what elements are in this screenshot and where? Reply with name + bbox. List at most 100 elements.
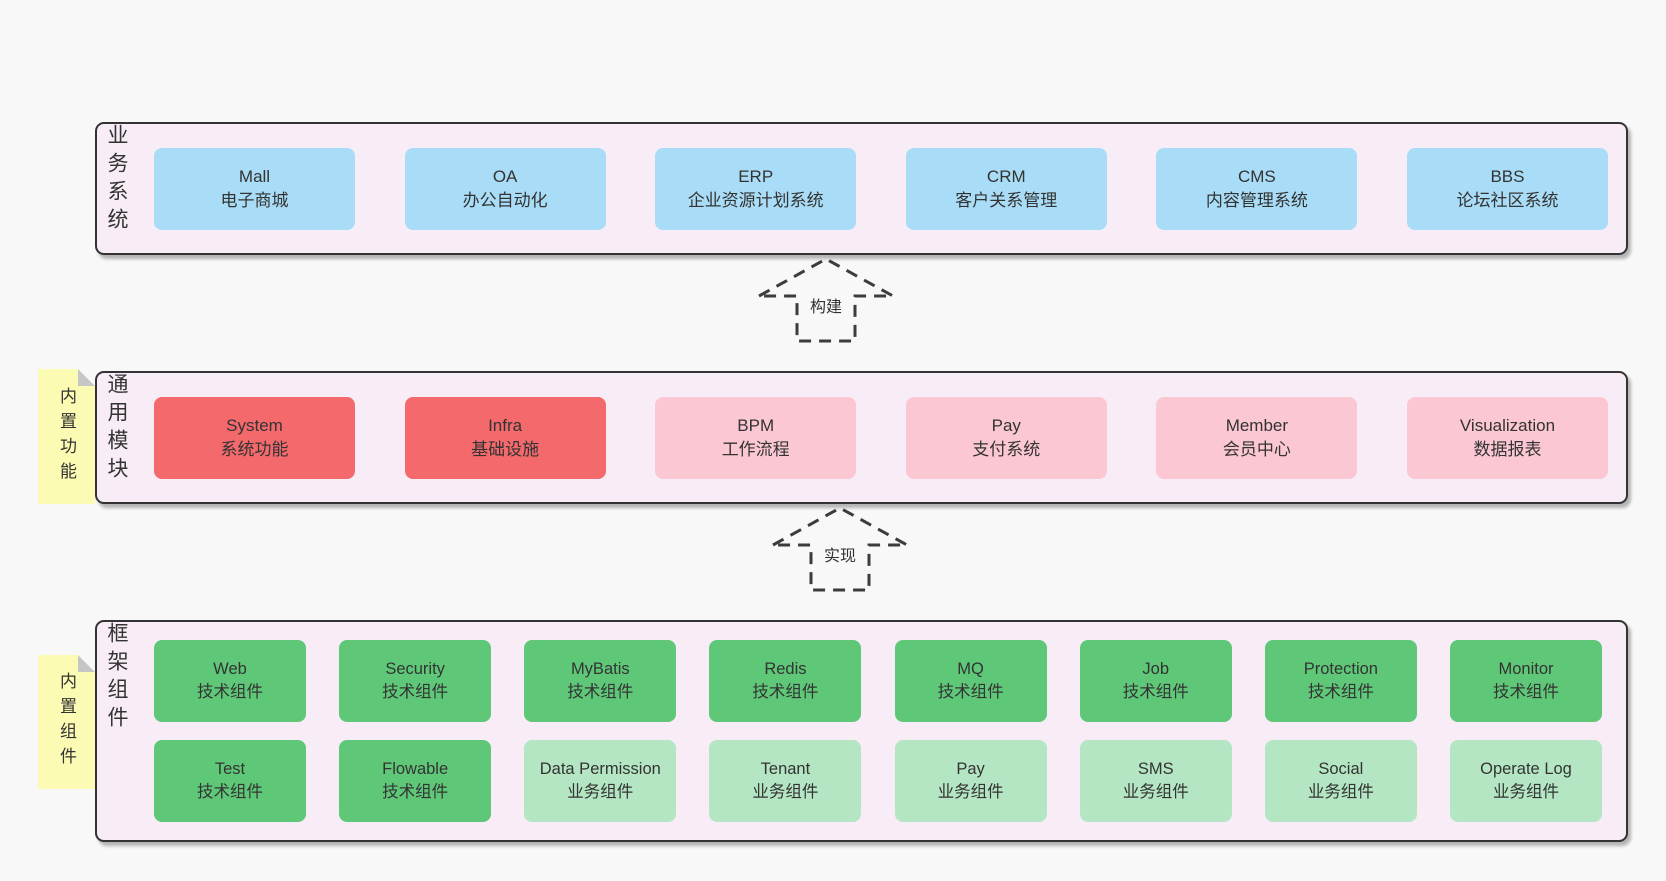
box-tenant: Tenant 业务组件	[709, 740, 862, 822]
box-subtitle: 办公自动化	[462, 190, 548, 210]
box-name: Pay	[991, 415, 1021, 435]
box-name: BPM	[737, 415, 775, 435]
box-protection: Protection 技术组件	[1264, 640, 1417, 722]
box-name: SMS	[1137, 760, 1174, 778]
box-name: Infra	[488, 415, 523, 435]
box-name: Job	[1142, 660, 1169, 678]
box-bpm: BPM 工作流程	[655, 396, 857, 479]
box-subtitle: 工作流程	[721, 439, 790, 459]
box-crm: CRM 客户关系管理	[905, 147, 1107, 230]
box-infra: Infra 基础设施	[404, 396, 606, 479]
box-operate-log: Operate Log 业务组件	[1449, 740, 1602, 822]
box-name: Protection	[1303, 660, 1378, 678]
box-visualization: Visualization 数据报表	[1406, 396, 1608, 479]
box-mq: MQ 技术组件	[894, 640, 1047, 722]
box-name: Operate Log	[1480, 760, 1572, 778]
box-test: Test 技术组件	[154, 740, 306, 822]
box-job: Job 技术组件	[1079, 640, 1232, 722]
framework-components-label: 框架组件	[105, 622, 128, 734]
up-arrow-outline	[772, 506, 908, 592]
box-erp: ERP 企业资源计划系统	[655, 147, 857, 230]
box-system: System 系统功能	[154, 396, 355, 479]
box-subtitle: 会员中心	[1222, 439, 1291, 459]
box-name: Security	[385, 660, 445, 678]
box-subtitle: 业务组件	[752, 783, 819, 801]
box-name: Mall	[238, 166, 271, 186]
note-fold-corner	[78, 655, 95, 672]
box-subtitle: 技术组件	[567, 683, 634, 701]
framework-components-rows: Web 技术组件 Security 技术组件 MyBatis 技术组件 Redi…	[154, 640, 1602, 822]
box-subtitle: 业务组件	[567, 783, 634, 801]
box-name: System	[226, 415, 283, 435]
box-name: MyBatis	[570, 660, 630, 678]
box-subtitle: 支付系统	[972, 439, 1041, 459]
common-modules-row: System 系统功能 Infra 基础设施 BPM 工作流程 Pay 支付系统…	[154, 373, 1608, 502]
implement-arrow: 实现	[770, 505, 910, 593]
box-name: Redis	[764, 660, 807, 678]
box-name: Monitor	[1498, 660, 1554, 678]
box-name: CMS	[1237, 166, 1276, 186]
box-subtitle: 业务组件	[1307, 783, 1374, 801]
box-monitor: Monitor 技术组件	[1449, 640, 1602, 722]
up-arrow-outline	[758, 257, 894, 343]
box-mybatis: MyBatis 技术组件	[524, 640, 677, 722]
box-subtitle: 业务组件	[1122, 783, 1189, 801]
builtin-components-note: 内置组件	[38, 655, 95, 789]
box-name: Member	[1225, 415, 1289, 435]
box-subtitle: 技术组件	[382, 783, 449, 801]
box-data-permission: Data Permission 业务组件	[524, 740, 677, 822]
box-subtitle: 技术组件	[1122, 683, 1189, 701]
framework-components-panel: 框架组件 Web 技术组件 Security 技术组件 MyBatis 技术组件…	[95, 620, 1628, 842]
box-name: ERP	[738, 166, 774, 186]
box-pay-biz: Pay 业务组件	[894, 740, 1047, 822]
box-subtitle: 数据报表	[1473, 439, 1542, 459]
box-flowable: Flowable 技术组件	[339, 740, 492, 822]
build-arrow: 构建	[756, 256, 896, 344]
box-sms: SMS 业务组件	[1079, 740, 1232, 822]
business-systems-panel: 业务系统 Mall 电子商城 OA 办公自动化 ERP 企业资源计划系统 CRM…	[95, 122, 1628, 255]
box-subtitle: 业务组件	[1492, 783, 1559, 801]
box-cms: CMS 内容管理系统	[1156, 147, 1358, 230]
box-oa: OA 办公自动化	[404, 147, 606, 230]
business-systems-row: Mall 电子商城 OA 办公自动化 ERP 企业资源计划系统 CRM 客户关系…	[154, 124, 1608, 253]
box-name: Test	[214, 760, 246, 778]
box-subtitle: 技术组件	[1307, 683, 1374, 701]
box-bbs: BBS 论坛社区系统	[1406, 147, 1608, 230]
box-subtitle: 系统功能	[220, 439, 289, 459]
box-pay: Pay 支付系统	[905, 396, 1107, 479]
box-subtitle: 技术组件	[1492, 683, 1559, 701]
box-subtitle: 论坛社区系统	[1456, 190, 1559, 210]
box-subtitle: 业务组件	[937, 783, 1004, 801]
box-social: Social 业务组件	[1264, 740, 1417, 822]
builtin-functions-note: 内置功能	[38, 369, 95, 504]
box-member: Member 会员中心	[1156, 396, 1358, 479]
build-arrow-label: 构建	[756, 293, 896, 317]
box-name: MQ	[957, 660, 984, 678]
implement-arrow-label: 实现	[770, 542, 910, 566]
box-subtitle: 内容管理系统	[1205, 190, 1308, 210]
box-security: Security 技术组件	[339, 640, 492, 722]
business-systems-label: 业务系统	[105, 124, 128, 236]
box-subtitle: 技术组件	[197, 783, 263, 801]
framework-row-2: Test 技术组件 Flowable 技术组件 Data Permission …	[154, 740, 1602, 822]
box-name: Social	[1318, 760, 1364, 778]
common-modules-label: 通用模块	[105, 373, 128, 485]
box-subtitle: 技术组件	[382, 683, 449, 701]
box-subtitle: 电子商城	[220, 190, 289, 210]
box-name: Flowable	[382, 760, 449, 778]
box-web: Web 技术组件	[154, 640, 306, 722]
box-name: Data Permission	[539, 760, 661, 778]
builtin-functions-note-label: 内置功能	[57, 386, 76, 487]
box-name: Pay	[956, 760, 985, 778]
box-name: Visualization	[1459, 415, 1556, 435]
box-subtitle: 客户关系管理	[955, 190, 1058, 210]
box-subtitle: 技术组件	[197, 683, 263, 701]
box-name: OA	[492, 166, 518, 186]
box-subtitle: 企业资源计划系统	[687, 190, 824, 210]
box-name: Tenant	[760, 760, 811, 778]
box-mall: Mall 电子商城	[154, 147, 355, 230]
box-name: BBS	[1490, 166, 1525, 186]
box-subtitle: 技术组件	[937, 683, 1004, 701]
common-modules-panel: 通用模块 System 系统功能 Infra 基础设施 BPM 工作流程 Pay…	[95, 371, 1628, 504]
